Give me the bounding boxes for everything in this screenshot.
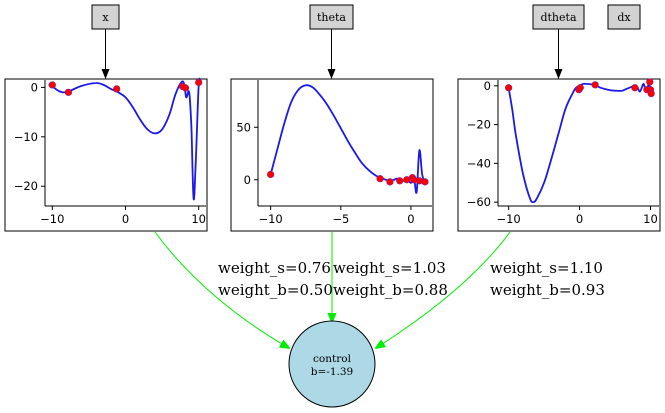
edge-theta-weight-b: weight_b=0.88 — [333, 281, 448, 299]
input-node-x[interactable]: x — [91, 4, 120, 30]
panel-theta-box — [230, 78, 434, 232]
plot-x-point — [48, 81, 56, 89]
input-node-dtheta-label: dtheta — [540, 11, 576, 24]
plot-theta-y-tick-label: 0 — [244, 173, 251, 187]
plot-theta-x-tick-label: −10 — [258, 212, 282, 226]
control-bias: b=-1.39 — [311, 366, 353, 378]
plot-x-x-tick-label: 10 — [191, 212, 206, 226]
plot-dtheta-curve — [507, 80, 652, 204]
edge-x-weight-b: weight_b=0.50 — [218, 281, 333, 299]
plot-x-point — [195, 78, 203, 87]
plot-theta-point — [386, 178, 394, 186]
plot-x-y-tick-label: 0 — [31, 80, 38, 94]
edge-x-weight-s: weight_s=0.76 — [218, 259, 331, 277]
plot-dtheta: −10 0 10 0 −20 −40 −60 — [467, 78, 659, 226]
edge-dtheta-weight-s: weight_s=1.10 — [490, 259, 603, 277]
plot-dtheta-point — [576, 84, 584, 92]
plot-dtheta-y-tick-label: 0 — [484, 79, 491, 93]
plot-theta-point — [421, 178, 429, 186]
plot-theta-point — [267, 170, 275, 179]
plot-x: −10 0 10 0 −10 −20 — [14, 77, 206, 226]
plot-dtheta-x-tick-label: −10 — [496, 212, 520, 226]
plot-dtheta-point — [631, 84, 639, 92]
plot-dtheta-point — [591, 81, 599, 89]
plot-dtheta-point — [646, 78, 654, 86]
plot-theta-y-tick-label: 50 — [236, 120, 251, 134]
edge-dtheta-weight-b: weight_b=0.93 — [490, 281, 605, 299]
plot-dtheta-x-tick-label: 0 — [576, 212, 583, 226]
plot-dtheta-y-tick-label: −40 — [467, 156, 491, 170]
panel-x-box — [4, 78, 208, 232]
control-label: control — [313, 353, 352, 365]
plot-theta-point — [376, 175, 384, 183]
edge-theta-weight-s: weight_s=1.03 — [333, 259, 446, 277]
plot-dtheta-point — [647, 89, 655, 98]
input-node-theta[interactable]: theta — [309, 4, 354, 30]
plot-theta: −10 −5 0 50 0 — [236, 80, 432, 226]
plot-x-curve — [48, 77, 201, 201]
plot-dtheta-point — [505, 84, 513, 92]
plot-x-x-tick-label: 0 — [122, 212, 129, 226]
plot-x-y-tick-label: −20 — [14, 179, 38, 193]
input-node-theta-label: theta — [317, 11, 346, 24]
input-node-dx[interactable]: dx — [607, 4, 641, 30]
plot-x-point — [181, 84, 190, 92]
plot-x-point — [113, 85, 121, 93]
plot-theta-x-tick-label: 0 — [407, 212, 414, 226]
plot-x-point — [64, 88, 73, 96]
edge-x-to-control — [154, 231, 289, 348]
plot-x-x-tick-label: −10 — [40, 212, 64, 226]
input-node-dx-label: dx — [617, 11, 631, 24]
edge-dtheta-to-control — [376, 231, 511, 348]
input-node-dtheta[interactable]: dtheta — [532, 4, 585, 30]
plot-theta-point — [396, 177, 404, 185]
input-node-x-label: x — [102, 11, 109, 24]
plot-theta-x-tick-label: −5 — [332, 212, 349, 226]
plot-x-y-tick-label: −10 — [14, 130, 38, 144]
plot-dtheta-y-tick-label: −60 — [467, 195, 491, 209]
control-node[interactable]: control b=-1.39 — [288, 320, 376, 408]
plot-dtheta-x-tick-label: 10 — [643, 212, 658, 226]
plot-dtheta-y-tick-label: −20 — [467, 118, 491, 132]
